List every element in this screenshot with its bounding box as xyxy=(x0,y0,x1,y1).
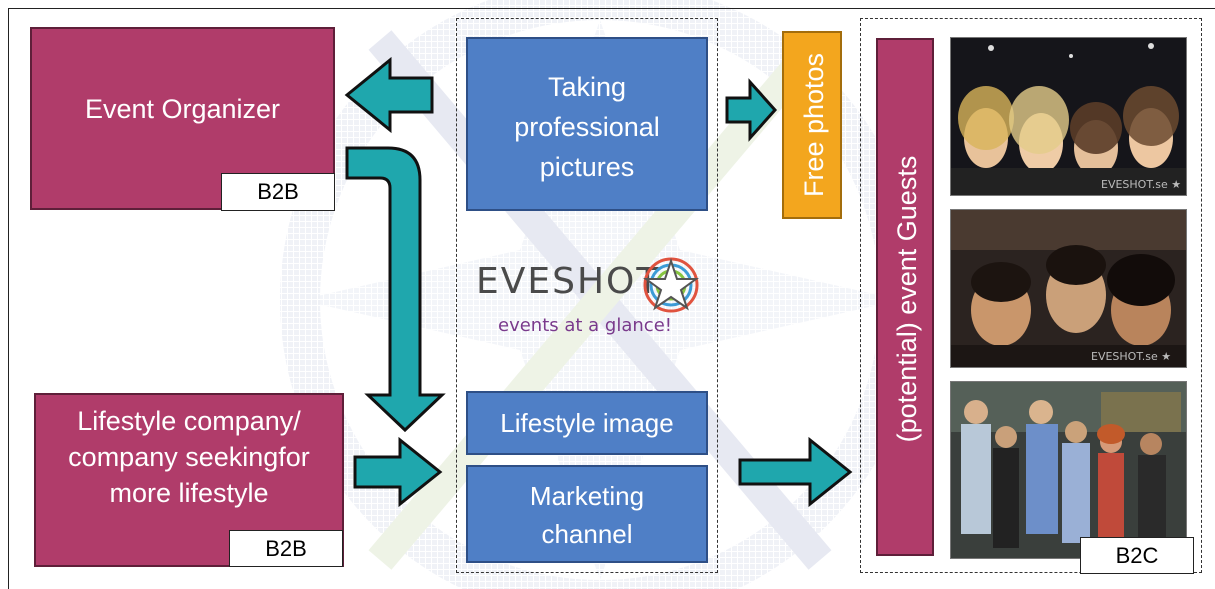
arrow-right-from-lifestyle-company xyxy=(353,436,443,508)
b2b-tag-lifestyle: B2B xyxy=(229,530,343,567)
taking-pictures-line-3: pictures xyxy=(539,152,635,182)
frame-left-line xyxy=(8,8,9,589)
center-dashed-group xyxy=(456,18,718,573)
taking-pictures-line-1: Taking xyxy=(547,72,627,102)
lifestyle-company-line-3: more lifestyle xyxy=(109,478,269,508)
lifestyle-company-box: Lifestyle company/ company seekingfor mo… xyxy=(34,393,344,567)
marketing-channel-line-2: channel xyxy=(541,519,633,549)
eveshot-logo: EVESHOT events at a glance! xyxy=(476,255,711,345)
arrow-organizer-to-lifestyle xyxy=(345,146,446,433)
b2b-tag-lifestyle-label: B2B xyxy=(265,535,307,561)
event-guests-bar: (potential) event Guests xyxy=(876,38,934,556)
lifestyle-image-box: Lifestyle image xyxy=(466,391,708,455)
arrow-left-to-organizer xyxy=(344,56,434,134)
b2c-tag-label: B2C xyxy=(1115,542,1159,568)
party-photo-group: EVESHOT.se ★ xyxy=(950,209,1187,368)
marketing-channel-box: Marketing channel xyxy=(466,465,708,563)
taking-pictures-box: Taking professional pictures xyxy=(466,37,708,211)
free-photos-box: Free photos xyxy=(782,31,842,219)
photo2-watermark: EVESHOT.se ★ xyxy=(1091,350,1171,363)
b2b-tag-organizer: B2B xyxy=(221,173,335,211)
lifestyle-company-line-2: company seekingfor xyxy=(68,442,310,472)
photo1-watermark: EVESHOT.se ★ xyxy=(1101,178,1181,191)
event-organizer-label: Event Organizer xyxy=(84,94,281,124)
right-dashed-group xyxy=(860,18,1202,573)
b2b-tag-organizer-label: B2B xyxy=(257,179,299,204)
frame-top-line xyxy=(8,8,1215,9)
lifestyle-image-label: Lifestyle image xyxy=(500,407,674,438)
party-photo-women: EVESHOT.se ★ xyxy=(950,37,1187,196)
taking-pictures-line-2: professional xyxy=(514,112,660,142)
arrow-right-to-free-photos xyxy=(725,78,778,142)
lifestyle-company-line-1: Lifestyle company/ xyxy=(77,406,301,436)
star-logo-icon xyxy=(642,257,700,313)
eveshot-brand-text: EVESHOT xyxy=(476,261,661,302)
b2c-tag: B2C xyxy=(1080,537,1194,574)
party-photo-crowd-image xyxy=(951,382,1186,558)
party-photo-women-image: EVESHOT.se ★ xyxy=(951,38,1186,195)
marketing-channel-line-1: Marketing xyxy=(529,481,645,511)
party-photo-crowd xyxy=(950,381,1187,559)
eveshot-tagline: events at a glance! xyxy=(498,315,672,336)
arrow-right-to-guests xyxy=(738,436,853,508)
party-photo-group-image: EVESHOT.se ★ xyxy=(951,210,1186,367)
